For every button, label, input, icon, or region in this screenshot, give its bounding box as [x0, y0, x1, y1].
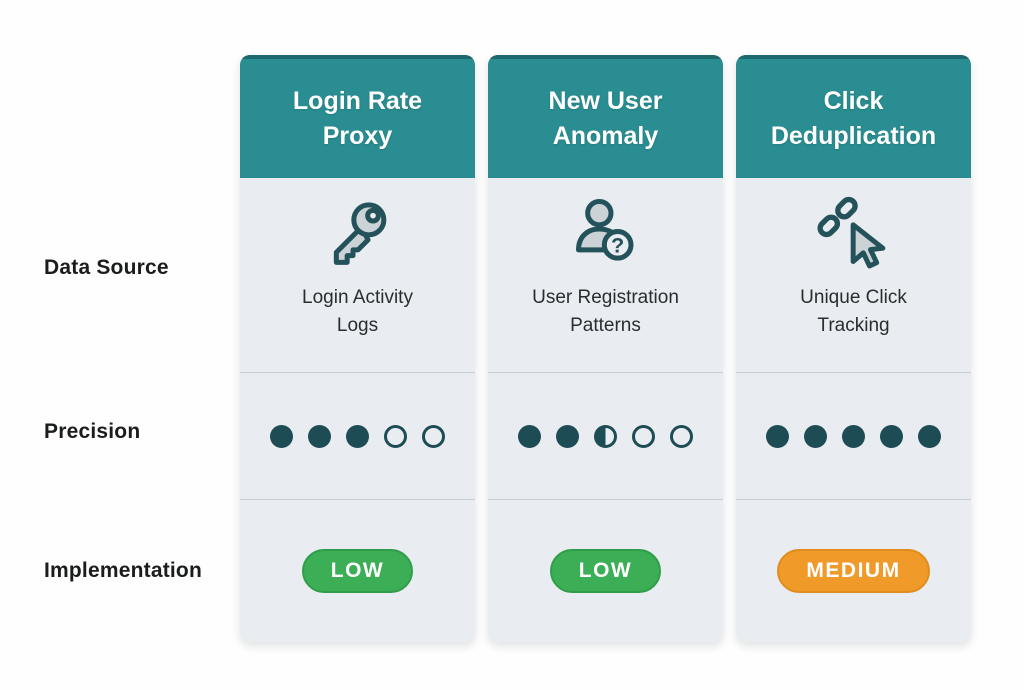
precision-dot-full: [880, 424, 903, 448]
link-cursor-icon: [814, 192, 894, 276]
column-header: New User Anomaly: [488, 55, 723, 178]
data-source-cell: Unique Click Tracking: [736, 178, 971, 373]
precision-dot-full: [766, 424, 789, 448]
precision-dot-full: [270, 424, 293, 448]
implementation-badge: LOW: [301, 549, 414, 593]
precision-dot-full: [346, 424, 369, 448]
implementation-cell: LOW: [240, 500, 475, 642]
precision-dot-empty: [632, 424, 655, 448]
precision-dots: [488, 373, 723, 500]
column-new-user-anomaly: New User Anomaly ? User Registration Pat…: [488, 55, 723, 642]
column-header: Click Deduplication: [736, 55, 971, 178]
precision-dot-empty: [384, 424, 407, 448]
precision-dot-full: [918, 424, 941, 448]
implementation-cell: MEDIUM: [736, 500, 971, 642]
precision-dots: [736, 373, 971, 500]
data-source-text: Unique Click Tracking: [800, 287, 907, 336]
implementation-badge: LOW: [549, 549, 662, 593]
implementation-cell: LOW: [488, 500, 723, 642]
precision-dot-full: [804, 424, 827, 448]
precision-dots: [240, 373, 475, 500]
implementation-badge: MEDIUM: [777, 549, 930, 593]
precision-dot-full: [842, 424, 865, 448]
precision-dot-empty: [422, 424, 445, 448]
svg-text:?: ?: [611, 232, 624, 257]
precision-dot-empty: [670, 424, 693, 448]
precision-dot-half: [594, 424, 617, 448]
row-label-data-source: Data Source: [44, 256, 169, 279]
precision-dot-full: [308, 424, 331, 448]
row-label-precision: Precision: [44, 420, 141, 443]
data-source-text: User Registration Patterns: [532, 287, 679, 336]
column-header: Login Rate Proxy: [240, 55, 475, 178]
key-icon: [318, 192, 398, 276]
comparison-columns: Login Rate Proxy Login Activity Logs LOW: [240, 55, 971, 642]
column-click-deduplication: Click Deduplication Unique Click Trackin…: [736, 55, 971, 642]
precision-dot-full: [518, 424, 541, 448]
data-source-cell: ? User Registration Patterns: [488, 178, 723, 373]
row-label-implementation: Implementation: [44, 559, 202, 582]
user-question-icon: ?: [566, 192, 646, 276]
precision-dot-full: [556, 424, 579, 448]
column-login-rate-proxy: Login Rate Proxy Login Activity Logs LOW: [240, 55, 475, 642]
data-source-cell: Login Activity Logs: [240, 178, 475, 373]
data-source-text: Login Activity Logs: [302, 287, 413, 336]
